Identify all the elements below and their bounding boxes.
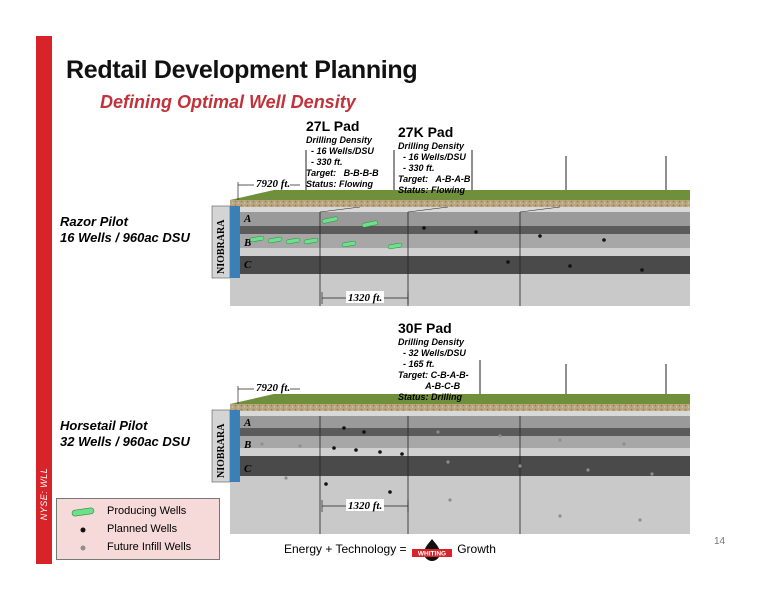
pad-27k-line: Target: A-B-A-B <box>398 174 471 184</box>
producing-wells <box>249 216 403 250</box>
width-dimension: 1320 ft. <box>348 292 382 304</box>
width-dimension-2: 1320 ft. <box>348 500 382 512</box>
bench-c-label: C <box>244 259 252 271</box>
pad-27l-line: - 330 ft. <box>306 157 343 167</box>
niobrara-label: NIOBRARA <box>216 219 227 274</box>
bench-b-label-2: B <box>243 439 251 451</box>
pad-27l-line: Drilling Density <box>306 135 373 145</box>
pad-27k-title: 27K Pad <box>398 124 454 140</box>
razor-pilot-density: 16 Wells / 960ac DSU <box>60 230 190 245</box>
razor-pilot-label: Razor Pilot 16 Wells / 960ac DSU <box>60 214 190 246</box>
length-dimension-2: 7920 ft. <box>256 382 290 394</box>
horsetail-block: NIOBRARA A B C 7920 ft. 1320 ft. <box>211 360 690 534</box>
razor-block: NIOBRARA A B C 7920 ft. <box>211 150 690 306</box>
pad-30f-line: Status: Drilling <box>398 392 463 402</box>
surface-grass <box>230 190 690 200</box>
well-log-strip <box>230 206 240 278</box>
surface-gravel <box>230 404 690 411</box>
slide-subtitle: Defining Optimal Well Density <box>100 92 356 112</box>
pad-30f-callout: 30F Pad Drilling Density - 32 Wells/DSU … <box>398 320 469 403</box>
whiting-logo: WHITING <box>411 539 452 561</box>
layer-b-light <box>230 248 690 256</box>
bench-c-label-2: C <box>244 463 252 475</box>
niobrara-label-2: NIOBRARA <box>216 423 227 478</box>
pad-27k-line: - 16 Wells/DSU <box>398 152 466 162</box>
pad-30f-line: Target: C-B-A-B- <box>398 370 469 380</box>
legend-label: Producing Wells <box>107 505 187 517</box>
planned-well-icon <box>80 527 86 533</box>
bench-b-label: B <box>243 237 251 249</box>
bench-a-label: A <box>243 213 251 225</box>
pad-27k-line: Status: Flowing <box>398 185 465 195</box>
infill-wells <box>260 430 654 522</box>
planned-wells-2 <box>324 426 404 494</box>
surface-gravel <box>230 200 690 207</box>
planned-wells <box>422 226 644 272</box>
pad-27l-line: Target: B-B-B-B <box>306 168 379 178</box>
layer-c-dark <box>230 256 690 274</box>
horsetail-pilot-density: 32 Wells / 960ac DSU <box>60 434 190 449</box>
layer-a-dark <box>230 226 690 234</box>
producing-well-icon <box>71 507 95 517</box>
brand-sidebar: NYSE: WLL <box>36 36 52 564</box>
pad-27k-callout: 27K Pad Drilling Density - 16 Wells/DSU … <box>398 124 470 196</box>
layer-base <box>230 274 690 306</box>
layer-a <box>230 212 690 226</box>
legend-label: Planned Wells <box>107 523 178 535</box>
legend-item-planned: Planned Wells <box>57 522 219 538</box>
page-number: 14 <box>714 536 726 547</box>
pad-30f-line: - 32 Wells/DSU <box>398 348 466 358</box>
infill-well-icon <box>80 545 86 551</box>
pad-30f-line: Drilling Density <box>398 337 465 347</box>
horsetail-pilot-name: Horsetail Pilot <box>60 418 148 433</box>
surface-grass <box>230 394 690 404</box>
length-dimension: 7920 ft. <box>256 178 290 190</box>
legend-item-infill: Future Infill Wells <box>57 540 219 556</box>
legend: Producing Wells Planned Wells Future Inf… <box>56 498 220 560</box>
pad-27k-line: Drilling Density <box>398 141 465 151</box>
slide-title: Redtail Development Planning <box>66 56 418 84</box>
pad-27l-callout: 27L Pad Drilling Density - 16 Wells/DSU … <box>306 118 379 190</box>
formation-top <box>230 207 690 212</box>
razor-pilot-name: Razor Pilot <box>60 214 128 229</box>
tagline-right: Growth <box>457 542 496 557</box>
pad-27k-line: - 330 ft. <box>398 163 435 173</box>
svg-text:WHITING: WHITING <box>418 551 446 558</box>
bench-a-label-2: A <box>243 417 251 429</box>
tagline-left: Energy + Technology = <box>284 542 407 557</box>
pad-30f-title: 30F Pad <box>398 320 452 336</box>
horsetail-pilot-label: Horsetail Pilot 32 Wells / 960ac DSU <box>60 418 190 450</box>
pad-30f-line: A-B-C-B <box>398 381 461 391</box>
pad-27l-title: 27L Pad <box>306 118 360 134</box>
pad-27l-line: Status: Flowing <box>306 179 373 189</box>
pad-27l-line: - 16 Wells/DSU <box>306 146 374 156</box>
pad-30f-line: - 165 ft. <box>398 359 435 369</box>
legend-label: Future Infill Wells <box>107 541 192 553</box>
tagline: Energy + Technology = WHITING Growth <box>284 538 496 562</box>
legend-item-producing: Producing Wells <box>57 504 219 520</box>
